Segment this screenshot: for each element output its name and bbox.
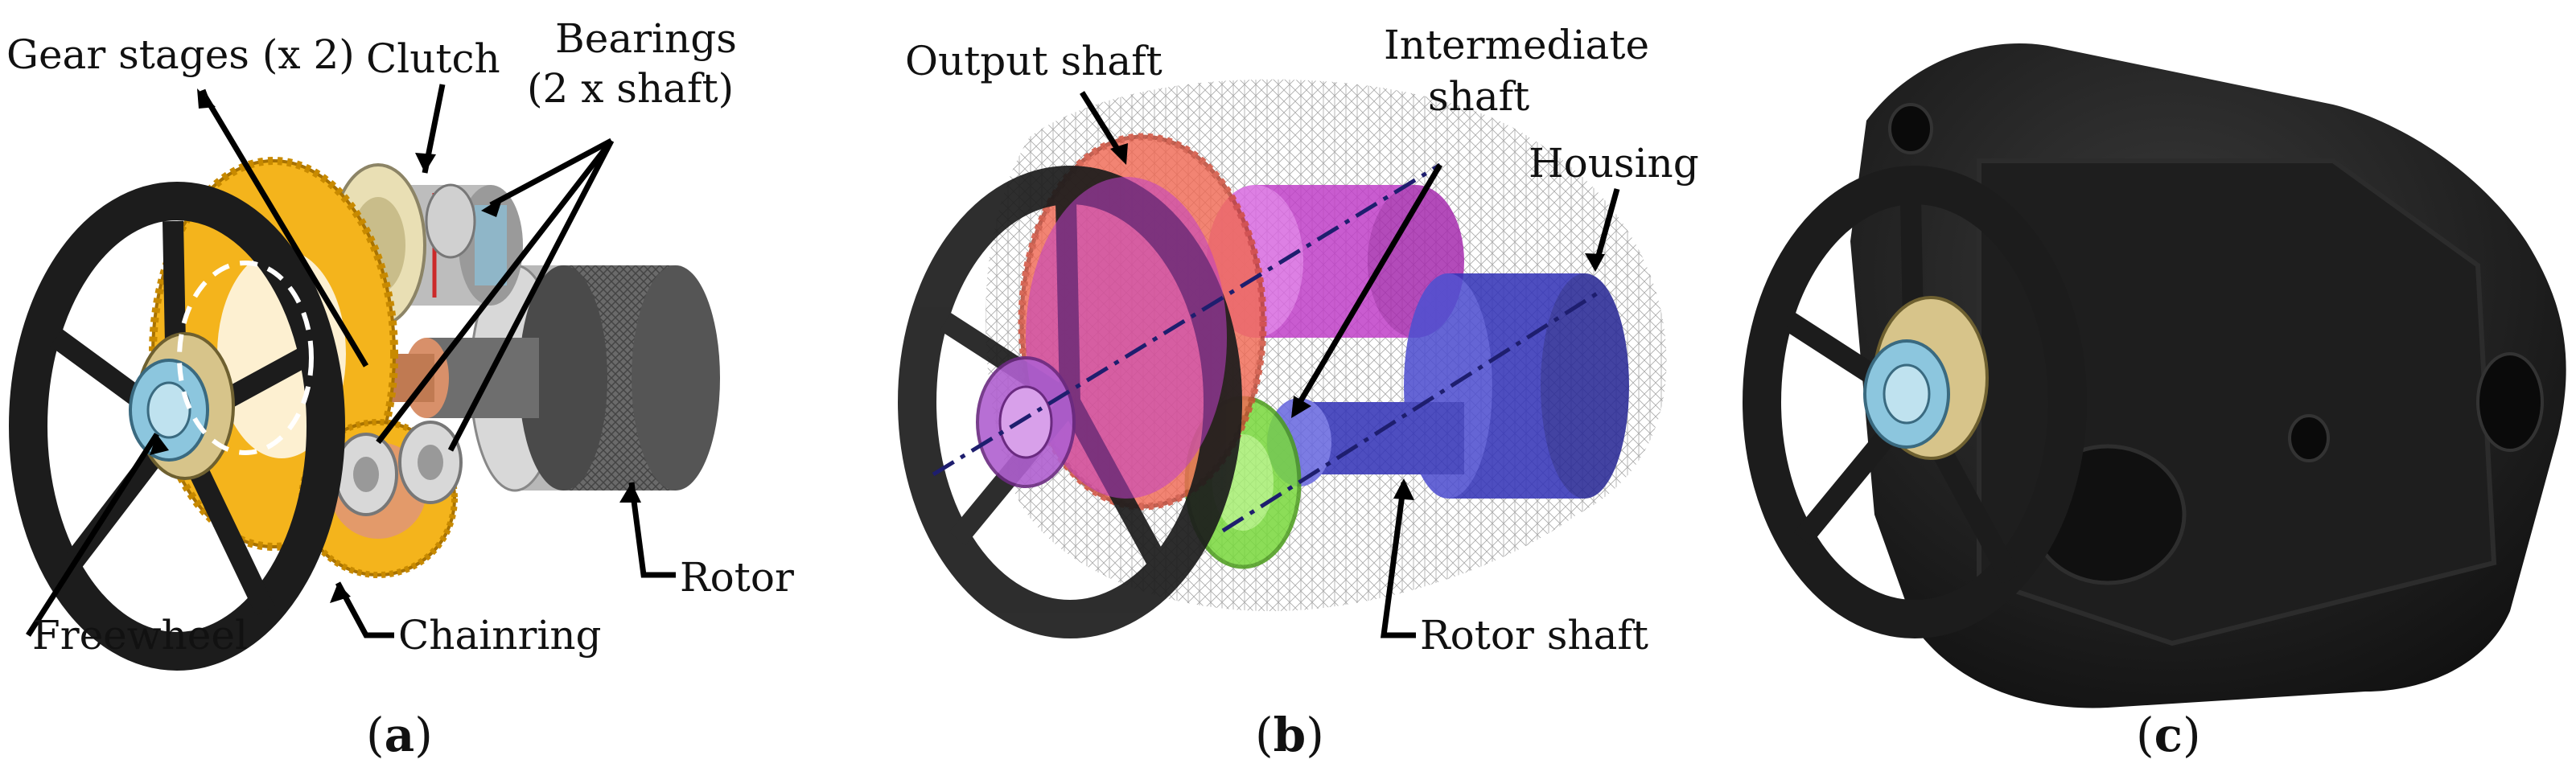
label-clutch: Clutch	[366, 35, 500, 82]
panel-b-leaders	[1080, 91, 1620, 638]
caption-a: (a)	[366, 708, 433, 762]
label-rotor-shaft: Rotor shaft	[1420, 612, 1649, 659]
housing-mount-c3	[2288, 414, 2330, 462]
panel-c-drawing	[1743, 43, 2566, 708]
label-freewheel: Freewheel	[32, 612, 248, 659]
panel-a-drawing	[9, 84, 720, 671]
panel-b-arrowheads	[1110, 143, 1605, 500]
spindle-a	[129, 359, 209, 462]
spindle-b	[976, 356, 1076, 488]
label-housing: Housing	[1529, 140, 1699, 187]
caption-b-letter: b	[1273, 708, 1307, 762]
label-bearings-line1: Bearings	[555, 15, 737, 62]
label-intermediate-line2: shaft	[1428, 73, 1530, 120]
spindle-c	[1863, 339, 1950, 449]
caption-c: (c)	[2136, 708, 2201, 762]
housing-mount-c2	[1888, 103, 1933, 154]
freewheel-highlight	[177, 261, 314, 455]
housing-mount-c	[2476, 352, 2544, 452]
panel-a-arrowheads	[150, 88, 641, 603]
label-bearings-line2: (2 x shaft)	[527, 65, 735, 112]
caption-c-letter: c	[2154, 708, 2183, 762]
panel-a-leaders	[26, 84, 676, 638]
label-output-shaft: Output shaft	[905, 38, 1162, 84]
caption-b: (b)	[1255, 708, 1324, 762]
axis-lines	[932, 162, 1599, 533]
output-shaft-overlay	[1026, 177, 1227, 499]
label-gear-stages: Gear stages (x 2)	[6, 31, 355, 78]
label-intermediate-line1: Intermediate	[1384, 22, 1650, 68]
label-rotor: Rotor	[680, 554, 794, 601]
bearings-part	[334, 183, 476, 516]
label-chainring: Chainring	[398, 612, 602, 659]
panel-b-drawing	[898, 79, 1667, 638]
rotor-shaft-a	[378, 338, 539, 418]
caption-a-letter: a	[384, 708, 415, 762]
